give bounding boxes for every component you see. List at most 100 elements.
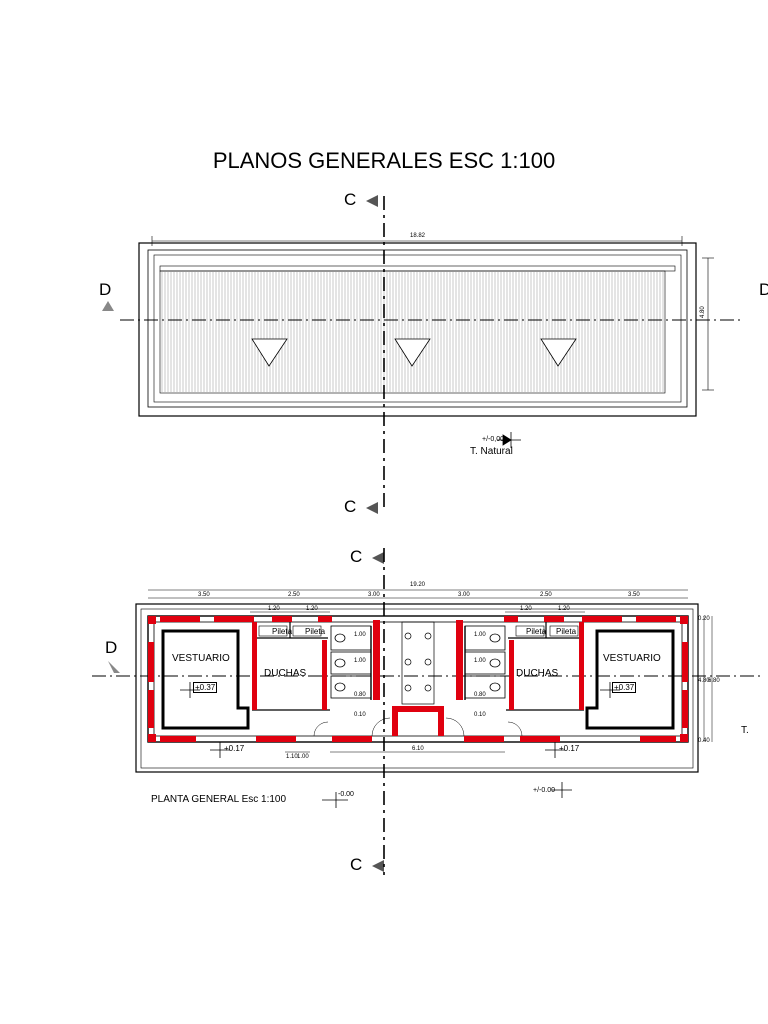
plan-right-dim-1: 0.20 (698, 616, 710, 622)
door-swing-1 (313, 721, 329, 737)
cubicle-dim-r1: 1.00 (474, 632, 486, 638)
drain-arrow-3 (540, 338, 577, 367)
cubicle-sub-dim-l: 0.10 (354, 712, 366, 718)
section-c-label-4: C (350, 855, 363, 874)
section-c-label-1: C (344, 190, 357, 209)
plan-right-dim-4: 0.40 (698, 738, 710, 744)
red-wall-segment (682, 690, 688, 728)
section-c-arrow-4 (372, 860, 384, 872)
wc-cubicles-right (464, 625, 506, 700)
plan-dim-3: 3.00 (368, 592, 380, 598)
section-d-arrow-1 (102, 301, 114, 311)
red-wall-segment (544, 616, 564, 622)
drain-arrow-2 (394, 338, 431, 367)
pileta-label-l2: Pileta (305, 627, 326, 636)
central-fixtures (401, 621, 435, 705)
cubicle-sub-dim-r: 0.10 (474, 712, 486, 718)
red-wall-segment (256, 736, 296, 742)
exterior-wall-outer (147, 615, 689, 743)
plan-bottom-small-1: 1.10 (286, 754, 298, 760)
section-c-arrow-3 (372, 552, 384, 564)
plan-subdim-l2: 1.20 (306, 606, 318, 612)
roof-length-dim: 18.82 (410, 233, 426, 239)
level-vestuario-right: +0.37 (612, 682, 637, 693)
exterior-wall-inner (153, 621, 683, 737)
plan-overall-dim: 19.20 (410, 582, 426, 588)
level-entry-left: +0.17 (224, 744, 245, 753)
roof-ridge-cap (159, 265, 676, 272)
section-d-label-2: D (759, 280, 768, 299)
cubicle-dim-r3: 0.80 (474, 692, 486, 698)
red-wall-segment (636, 616, 676, 622)
door-swing-4 (445, 717, 465, 737)
pileta-label-r2: Pileta (556, 627, 577, 636)
level-entry-right: +0.17 (559, 744, 580, 753)
red-wall-segment (148, 616, 156, 624)
wc-cubicles-left (330, 625, 372, 700)
edge-label: T. (741, 725, 749, 736)
pileta-label-r1: Pileta (526, 627, 547, 636)
pileta-sink-l2 (292, 625, 322, 637)
red-wall-segment (438, 706, 444, 736)
pileta-sink-r1 (515, 625, 545, 637)
level-caption: -0.00 (338, 791, 354, 798)
plan-bottom-small-2: 1.00 (297, 754, 309, 760)
red-wall-segment (318, 616, 332, 622)
room-vestuario-right: VESTUARIO (603, 653, 661, 664)
plan-bottom-dim: 6.10 (412, 746, 424, 752)
red-wall-segment (272, 616, 292, 622)
red-wall-segment (456, 620, 463, 700)
room-vestuario-left: VESTUARIO (172, 653, 230, 664)
red-wall-segment (332, 736, 372, 742)
red-wall-segment (520, 736, 560, 742)
door-swing-2 (507, 721, 523, 737)
pileta-sink-r2 (549, 625, 579, 637)
roof-level-label: T. Natural (470, 446, 513, 457)
roof-level-marker (497, 432, 521, 448)
section-c-arrow-1 (366, 195, 378, 207)
plan-subdim-r2: 1.20 (558, 606, 570, 612)
roof-outer-border (138, 242, 697, 417)
pileta-label-l1: Pileta (272, 627, 293, 636)
floor-plan (135, 589, 713, 808)
roof-plan (120, 196, 740, 510)
red-wall-segment (392, 706, 398, 736)
plan-caption: PLANTA GENERAL Esc 1:100 (151, 794, 287, 805)
red-wall-segment (464, 736, 504, 742)
cubicle-dim-l3: 0.80 (354, 692, 366, 698)
page-title: PLANOS GENERALES ESC 1:100 (212, 148, 556, 173)
plan-outer-border (135, 603, 699, 773)
red-wall-segment (160, 736, 196, 742)
red-wall-segment (680, 616, 688, 624)
red-wall-segment (582, 616, 622, 622)
plan-subdim-l1: 1.20 (268, 606, 280, 612)
red-wall-segment (148, 734, 156, 742)
door-swing-3 (371, 717, 391, 737)
section-d-label-1: D (99, 280, 112, 299)
red-wall-segment (214, 616, 254, 622)
roof-corrugation-hatch (161, 272, 664, 392)
plan-dim-1: 3.50 (198, 592, 210, 598)
red-wall-segment (373, 620, 380, 700)
section-markers (92, 195, 760, 875)
red-wall-segment (509, 640, 514, 710)
red-wall-segment (682, 642, 688, 682)
section-c-label-3: C (350, 547, 363, 566)
plan-dim-4: 3.00 (458, 592, 470, 598)
structural-red-walls (148, 616, 688, 742)
level-vestuario-left: +0.37 (193, 682, 218, 693)
red-wall-segment (252, 622, 257, 710)
vestuario-left-walls (161, 629, 250, 730)
roof-width-dim: 4.80 (700, 306, 706, 318)
plan-sidewalk (140, 608, 694, 769)
roof-sheeting-area (159, 270, 666, 394)
cubicle-dim-l1: 1.00 (354, 632, 366, 638)
roof-level-value: +/-0,00 (482, 436, 504, 443)
room-duchas-right: DUCHAS (516, 668, 559, 679)
roof-eave-line (153, 254, 682, 403)
red-wall-segment (148, 642, 154, 682)
pileta-sink-l1 (258, 625, 288, 637)
plan-dim-5: 2.50 (540, 592, 552, 598)
plan-subdim-r1: 1.20 (520, 606, 532, 612)
section-d-label-3: D (105, 638, 118, 657)
